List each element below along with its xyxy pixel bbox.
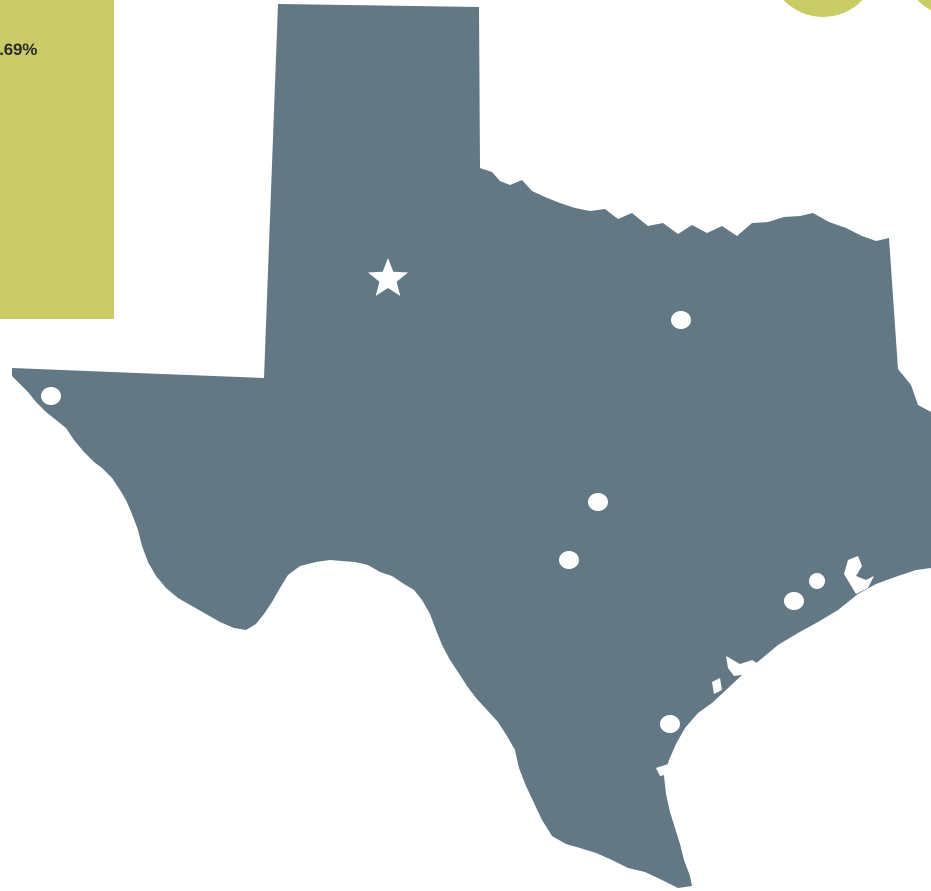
city-dot [671,311,691,329]
city-dot [41,387,61,405]
stat-panel: 5.69% [0,0,114,319]
city-dot [784,592,804,610]
city-dot [660,715,680,733]
coastal-bays [656,556,874,776]
bay-shape [844,556,874,594]
star-icon [368,258,408,296]
texas-state-shape [12,4,931,888]
city-dot [809,573,825,589]
map-markers [41,258,825,733]
stat-value: 5.69% [0,40,38,59]
bay-shape [726,656,762,676]
city-dot [559,551,579,569]
city-dot [588,493,608,511]
bay-shape [712,678,722,694]
bay-shape [656,764,670,776]
